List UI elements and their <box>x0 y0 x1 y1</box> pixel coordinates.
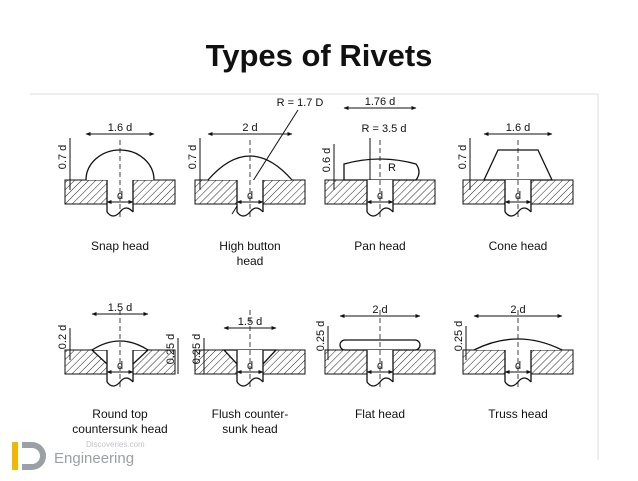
ed-logo-icon <box>12 442 46 470</box>
plate-left <box>194 179 238 205</box>
dimension-label: 1.5 d <box>108 302 132 314</box>
dimension-label: d <box>247 190 253 202</box>
dimension-label: 0.25 d <box>453 321 465 352</box>
plate-right <box>392 179 436 205</box>
page-title: Types of Rivets <box>205 38 433 73</box>
radius-label: R = 3.5 d <box>362 123 407 135</box>
plate-left <box>462 349 506 375</box>
dimension-label: 2 d <box>242 122 257 134</box>
dimension-label: d <box>377 190 383 202</box>
dimension-label: d <box>117 360 123 372</box>
plate-right <box>530 179 574 205</box>
dimension-label: 0.25 d <box>315 321 327 352</box>
dimension-label: 1.6 d <box>108 122 132 134</box>
plate-right <box>530 349 574 375</box>
plate-right <box>392 349 436 375</box>
rivet-name-label: Round top <box>92 407 148 421</box>
rivet-name-label: Pan head <box>354 239 405 253</box>
dimension-label: 1.76 d <box>365 96 396 108</box>
dimension-label: d <box>247 360 253 372</box>
pan-head <box>343 158 420 181</box>
rivet-name-label: Flat head <box>355 407 405 421</box>
dimension-label: 0.2 d <box>57 325 69 349</box>
rivet-name-label: Truss head <box>488 407 548 421</box>
rivet-name-label: head <box>237 254 264 268</box>
rivet-name-label: Flush counter- <box>212 407 289 421</box>
radius-label: R = 1.7 D <box>277 97 324 109</box>
dimension-label: d <box>117 190 123 202</box>
dimension-label: 0.6 d <box>321 148 333 172</box>
plate-right <box>132 179 176 205</box>
logo-site-text: Discoveries.com <box>86 440 145 449</box>
plate-left <box>324 349 368 375</box>
dimension-label: 0.7 d <box>457 145 469 169</box>
radius-label: R <box>388 162 396 174</box>
rivet-name-label: Cone head <box>489 239 548 253</box>
plate-right <box>262 179 306 205</box>
dimension-label: 0.25 d <box>191 334 203 365</box>
dimension-label: 0.7 d <box>57 145 69 169</box>
rivet-name-label: Snap head <box>91 239 149 253</box>
plate-left <box>324 179 368 205</box>
rivet-name-label: sunk head <box>222 422 277 436</box>
logo-word-text: Engineering <box>54 450 135 467</box>
engineering-discoveries-logo: Discoveries.com Engineering <box>8 436 188 476</box>
plate-left <box>64 179 108 205</box>
dimension-label: d <box>377 360 383 372</box>
dimension-label: 0.25 d <box>165 334 177 365</box>
plate-left <box>462 179 506 205</box>
rivet-name-label: High button <box>219 239 280 253</box>
dimension-label: d <box>515 190 521 202</box>
dimension-label: 0.7 d <box>187 145 199 169</box>
dimension-label: d <box>515 360 521 372</box>
dimension-label: 1.6 d <box>506 122 530 134</box>
rivet-name-label: countersunk head <box>72 422 167 436</box>
